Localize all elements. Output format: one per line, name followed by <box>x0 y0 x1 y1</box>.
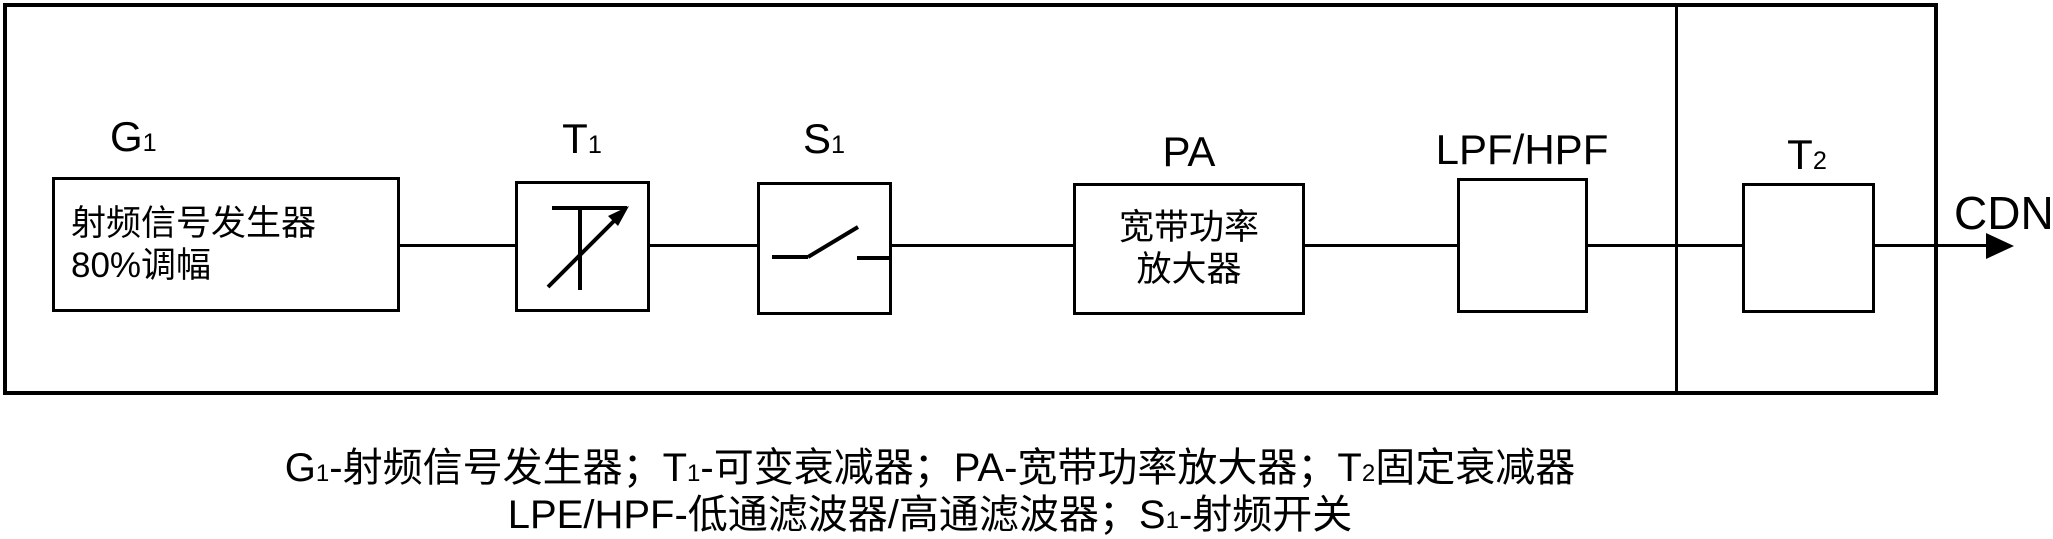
outer-enclosure-rect <box>3 3 1938 395</box>
s1-label: S1 <box>803 118 845 160</box>
pa-label: PA <box>1163 131 1216 173</box>
caption-line-2: LPE/HPF-低通滤波器/高通滤波器；S1-射频开关 <box>507 493 1353 537</box>
s1-label-main: S <box>802 115 831 162</box>
t1-label: T1 <box>562 118 602 160</box>
block-g1-signal-generator: 射频信号发生器 80%调幅 <box>52 177 400 312</box>
pa-text-line1: 宽带功率 <box>1118 208 1259 247</box>
g1-text-line2: 80%调幅 <box>71 245 212 285</box>
block-t2-fixed-attenuator <box>1742 183 1875 313</box>
t2-label: T2 <box>1787 134 1827 176</box>
s1-label-sub: 1 <box>831 131 846 159</box>
block-t1-variable-attenuator <box>515 181 650 312</box>
figure-caption: G1-射频信号发生器；T1-可变衰减器；PA-宽带功率放大器；T2固定衰减器 L… <box>5 445 1855 539</box>
t2-label-main: T <box>1787 131 1813 178</box>
lpf-hpf-label: LPF/HPF <box>1436 129 1609 171</box>
rf-switch-icon <box>772 225 889 260</box>
g1-label-sub: 1 <box>142 129 157 157</box>
t1-label-main: T <box>562 115 588 162</box>
g1-label-main: G <box>110 113 143 160</box>
output-arrowhead-icon <box>1986 233 2014 259</box>
cdn-output-label: CDN <box>1954 187 2053 239</box>
block-pa-power-amplifier: 宽带功率 放大器 <box>1073 183 1305 315</box>
block-lpf-hpf-filter <box>1457 178 1588 313</box>
pa-label-main: PA <box>1162 128 1216 175</box>
pa-text-line2: 放大器 <box>1136 250 1242 289</box>
g1-text-line1: 射频信号发生器 <box>71 203 317 243</box>
enclosure-divider-line <box>1675 3 1678 395</box>
block-s1-rf-switch <box>757 182 892 315</box>
lpf-hpf-label-main: LPF/HPF <box>1435 126 1609 173</box>
g1-label: G1 <box>110 116 157 158</box>
variable-attenuator-icon <box>546 206 629 290</box>
caption-line-1: G1-射频信号发生器；T1-可变衰减器；PA-宽带功率放大器；T2固定衰减器 <box>284 446 1576 490</box>
t1-label-sub: 1 <box>587 131 602 159</box>
t2-label-sub: 2 <box>1812 147 1827 175</box>
